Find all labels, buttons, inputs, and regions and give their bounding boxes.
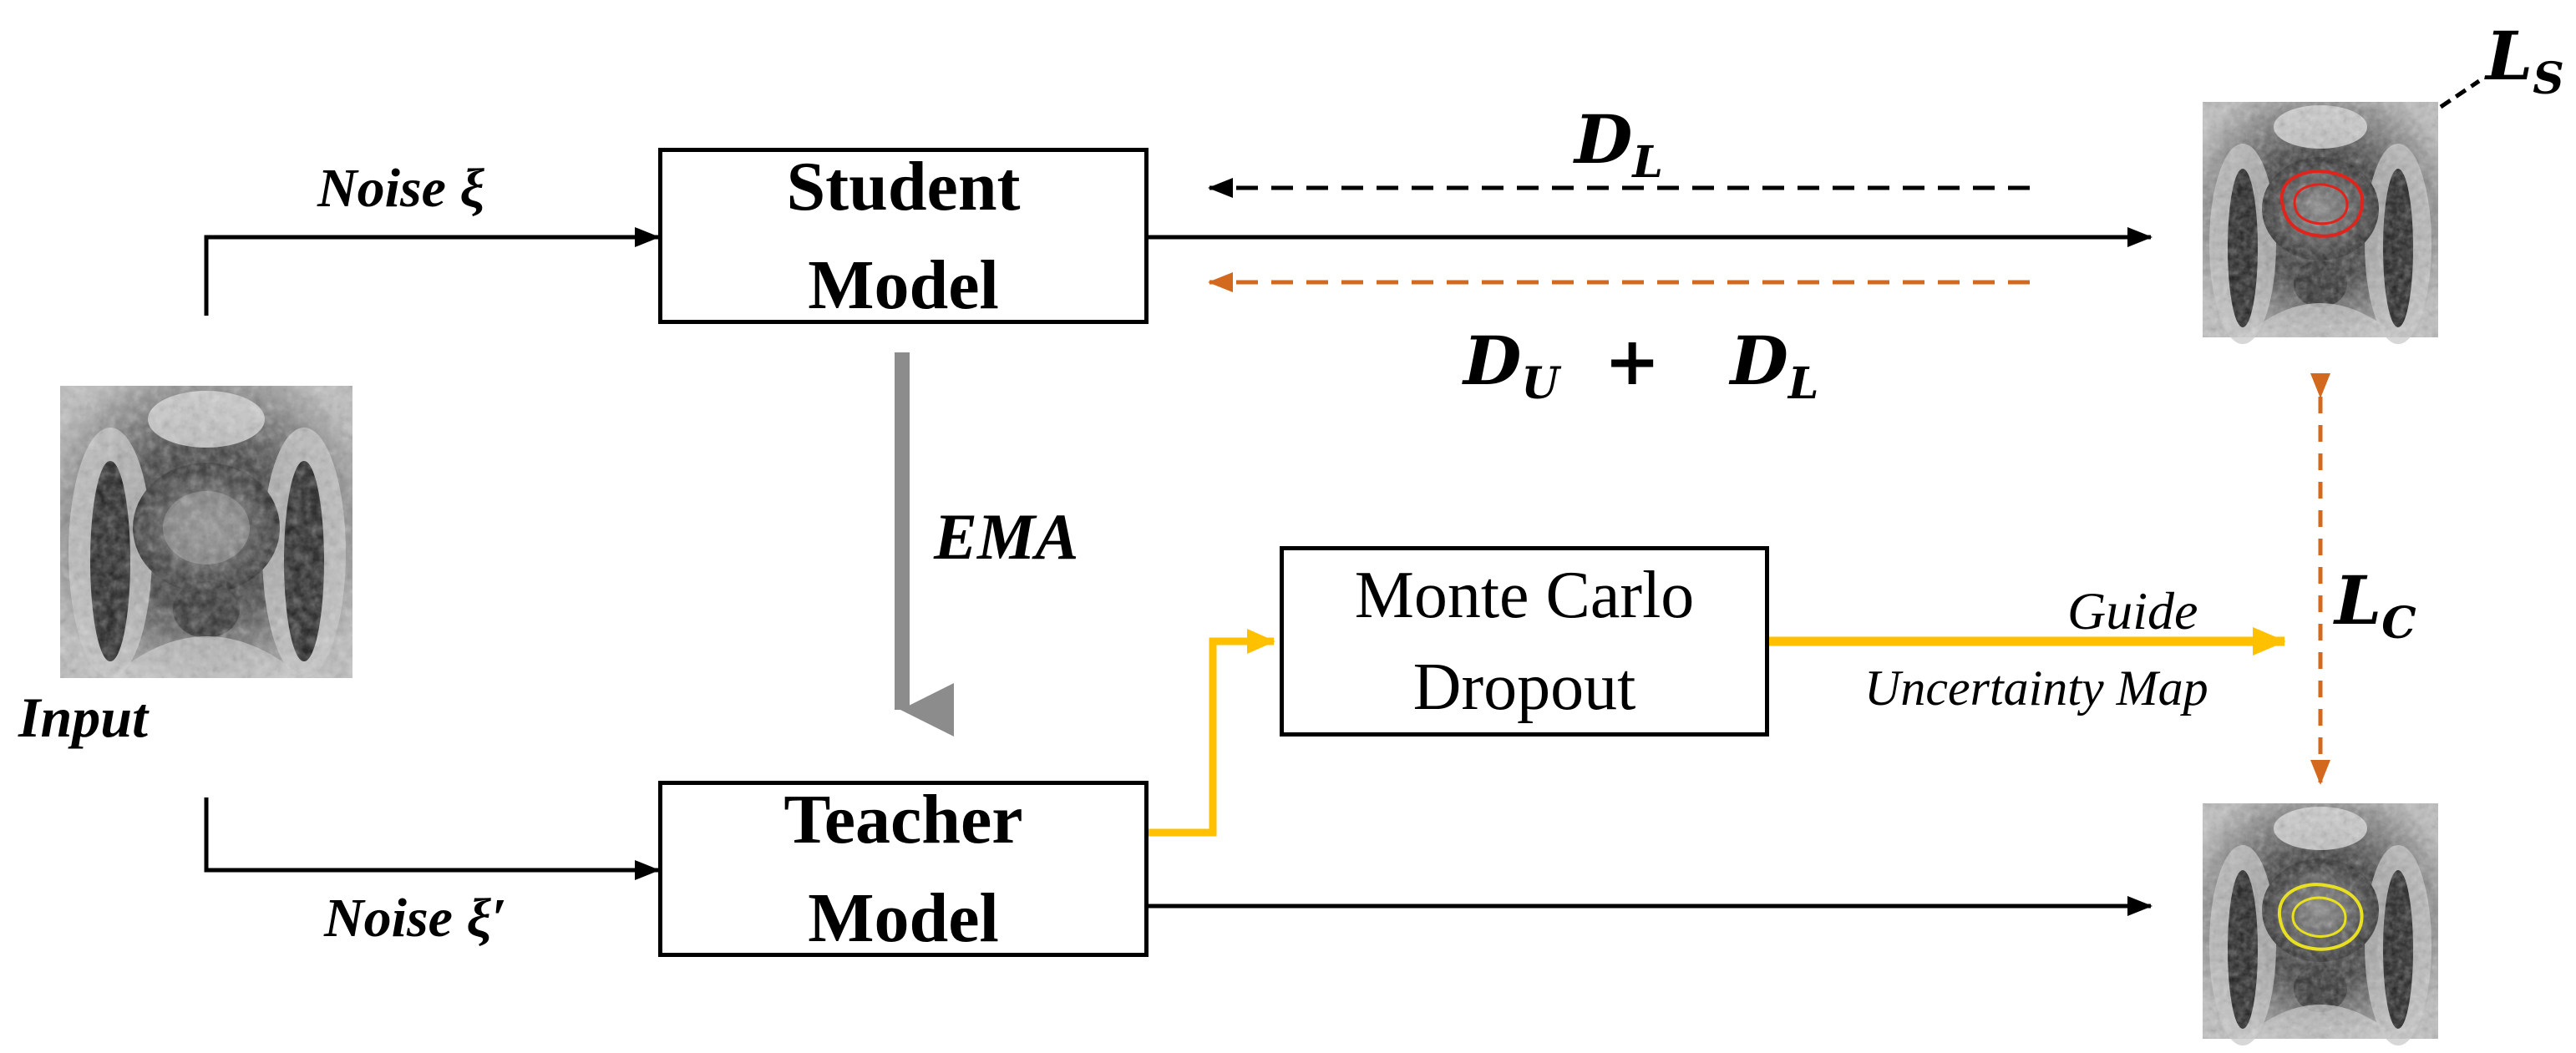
monte-carlo-dropout-box: Monte Carlo Dropout [1280,546,1769,737]
teacher-model-box: Teacher Model [658,781,1149,957]
student-model-box: Student Model [658,148,1149,324]
ls-pointer-line [2439,78,2481,109]
ls-symbol: LS [2486,17,2564,104]
student-model-line1: Student [786,147,1021,225]
guide-label: Guide [2067,581,2198,640]
teacher-model-line2: Model [808,878,999,957]
input-mri-image [60,386,352,678]
noise-bottom-label: Noise ξ′ [324,888,507,949]
teacher-to-montecarlo-arrow [1149,629,1275,837]
uncertainty-map-label: Uncertainty Map [1864,661,2208,716]
lc-symbol: LC [2335,561,2416,649]
student-model-line2: Model [808,246,999,324]
teacher-model-line1: Teacher [783,780,1023,858]
dl-symbol: DL [1575,100,1663,188]
noise-top-label: Noise ξ [317,158,485,219]
student-segmentation-contour [2279,170,2365,238]
input-to-teacher-connector [204,797,660,880]
teacher-segmentation-contour [2277,883,2364,951]
input-label: Input [18,686,148,749]
monte-carlo-line1: Monte Carlo [1354,559,1695,632]
ema-label: EMA [934,500,1079,573]
teacher-output-mri-image [2203,803,2438,1045]
student-output-mri-image [2203,102,2438,344]
input-to-student-connector [204,227,660,316]
monte-carlo-line2: Dropout [1412,651,1636,724]
du-plus-dl-symbol: DU + DL [1463,321,1819,409]
